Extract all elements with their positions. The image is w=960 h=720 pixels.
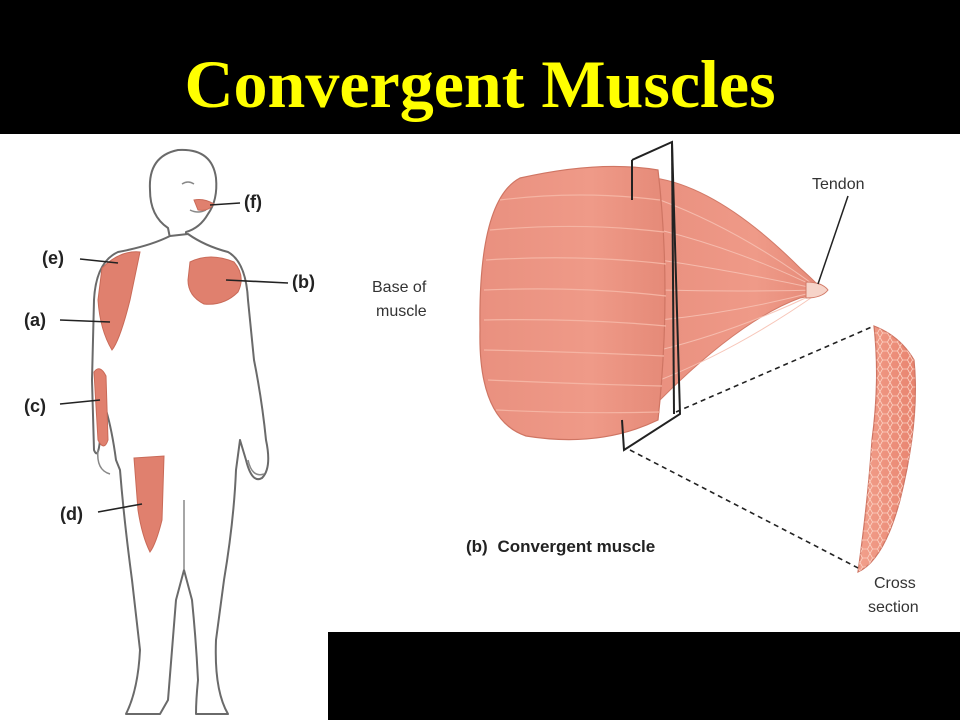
muscle-belly <box>479 165 666 441</box>
leader-c <box>59 399 101 405</box>
left-hand-outline <box>97 449 111 475</box>
right-hand-outline <box>247 459 265 476</box>
projection-lines <box>629 325 875 571</box>
label-b: (b) <box>292 272 315 292</box>
label-e: (e) <box>42 248 64 268</box>
cross-label-line2: section <box>868 599 919 616</box>
caption-letter: (b) <box>466 537 488 556</box>
leader-a <box>59 319 111 323</box>
body-muscles <box>93 199 242 553</box>
head-outline <box>148 148 218 239</box>
section-plane <box>621 140 682 452</box>
leader-b <box>225 279 289 284</box>
eye-detail <box>181 181 195 185</box>
leader-f <box>209 202 241 206</box>
human-body-figure <box>91 148 270 715</box>
muscle-tendon-fan <box>654 177 823 402</box>
body-leader-lines <box>59 202 289 513</box>
base-label-line2: muscle <box>376 303 427 320</box>
label-c: (c) <box>24 396 46 416</box>
caption-text: Convergent muscle <box>497 537 655 556</box>
muscle-c-forearm <box>93 368 109 447</box>
tendon-label: Tendon <box>812 176 865 193</box>
cross-section-texture <box>858 326 916 572</box>
slide-title: Convergent Muscles <box>184 46 776 122</box>
cross-label-line1: Cross <box>874 575 916 592</box>
tendon-tip <box>805 281 829 299</box>
bottom-right-black-panel <box>328 632 960 720</box>
label-a: (a) <box>24 310 46 330</box>
label-d: (d) <box>60 504 83 524</box>
tendon-leader <box>817 195 849 285</box>
title-bar: Convergent Muscles <box>0 0 960 134</box>
caption: (b) Convergent muscle <box>466 537 655 556</box>
belly-fibers <box>483 194 667 414</box>
muscle-b-pectoral <box>187 256 242 305</box>
muscle-d-thigh <box>133 455 165 553</box>
leader-d <box>97 503 143 513</box>
muscle-e-deltoid <box>97 251 141 351</box>
label-f: (f) <box>244 192 262 212</box>
leader-e <box>79 258 119 264</box>
base-label-line1: Base of <box>372 279 427 296</box>
